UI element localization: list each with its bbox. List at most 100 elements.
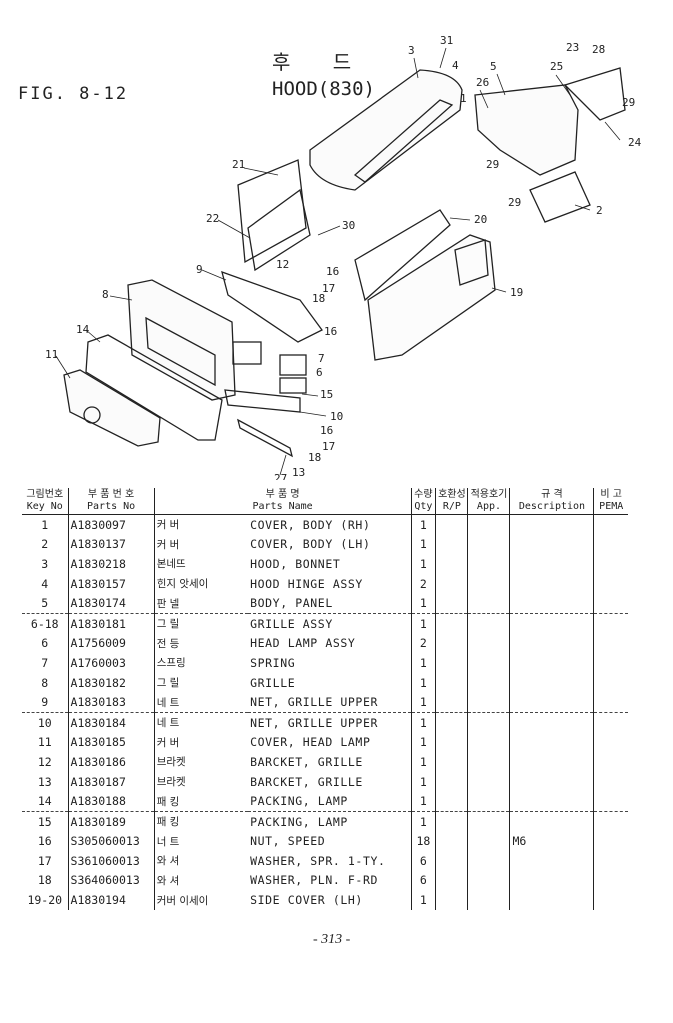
- callout: 16: [326, 265, 339, 278]
- cell-key: 13: [22, 771, 69, 792]
- cell-name: NET, GRILLE UPPER: [248, 712, 412, 733]
- cell-desc: [509, 811, 595, 832]
- cover-top-part: [563, 67, 626, 121]
- cell-name: WASHER, PLN. F-RD: [248, 870, 412, 891]
- cell-name: COVER, BODY (LH): [248, 534, 412, 555]
- callout: 27: [274, 472, 287, 480]
- cell-desc: M6: [509, 831, 595, 852]
- cell-key: 9: [22, 692, 69, 713]
- header-desc-kr: 규 격: [541, 489, 563, 500]
- callout: 10: [330, 410, 343, 423]
- cell-desc: [509, 890, 595, 910]
- callout: 14: [76, 323, 90, 336]
- cell-name-kr: 힌지 앗세이: [156, 578, 209, 591]
- callout: 26: [476, 76, 489, 89]
- cell-name-kr: 커 버: [156, 736, 180, 749]
- cell-qty: 1: [411, 811, 437, 832]
- header-rp-kr: 호환성: [438, 489, 466, 500]
- cell-qty: 1: [411, 554, 437, 574]
- callout: 13: [292, 466, 305, 479]
- side-cover-frame: [237, 159, 307, 264]
- callout: 7: [318, 352, 325, 365]
- header-desc-en: Description: [518, 501, 586, 512]
- cell-name: BARCKET, GRILLE: [248, 771, 412, 792]
- callout: 25: [550, 60, 563, 73]
- cell-name: SPRING: [248, 653, 412, 673]
- cell-name-kr: 브라켓: [156, 776, 186, 789]
- cell-name-kr: 브라켓: [156, 756, 186, 769]
- exploded-view-drawing: 31 3 4 23 28 5 25 26 1 29 24 29 21 29 2 …: [45, 34, 642, 480]
- cell-name-kr: 너 트: [156, 835, 180, 848]
- cell-desc: [509, 534, 595, 555]
- cell-desc: [509, 791, 595, 812]
- cell-key: 4: [22, 573, 69, 594]
- head-lamp-cover: [63, 369, 161, 447]
- callout: 24: [628, 136, 642, 149]
- cell-part-no: A1830187: [68, 771, 155, 792]
- callout: 19: [510, 286, 523, 299]
- cell-name-kr: 판 넬: [154, 593, 249, 614]
- cell-key: 14: [22, 791, 69, 812]
- callout: 30: [342, 219, 355, 232]
- cell-name-kr: 스프링: [156, 657, 186, 670]
- cell-name: WASHER, SPR. 1-TY.: [248, 851, 412, 871]
- cell-qty: 1: [411, 653, 437, 673]
- callout: 23: [566, 41, 579, 54]
- cell-part-no: S305060013: [68, 831, 155, 852]
- callout: 29: [508, 196, 521, 209]
- header-part-kr: 부 품 번 호: [87, 489, 135, 500]
- cell-key: 11: [22, 732, 69, 753]
- cell-part-no: A1830183: [68, 692, 155, 713]
- cell-name: COVER, HEAD LAMP: [248, 732, 412, 753]
- cell-name: HOOD HINGE ASSY: [248, 573, 412, 594]
- cell-key: 12: [22, 752, 69, 772]
- callout: 16: [324, 325, 337, 338]
- cell-key: 19-20: [22, 890, 69, 910]
- cell-desc: [509, 593, 595, 614]
- cell-name: PACKING, LAMP: [248, 811, 412, 832]
- cell-qty: 1: [411, 890, 437, 910]
- cell-qty: 1: [411, 712, 437, 733]
- callout: 8: [102, 288, 109, 301]
- title-english: HOOD(830): [272, 78, 375, 100]
- cell-qty: 1: [411, 791, 437, 812]
- cell-part-no: A1830097: [68, 514, 155, 535]
- callout: 16: [320, 424, 333, 437]
- cell-name: PACKING, LAMP: [248, 791, 412, 812]
- cell-name-kr: 커버 이세이: [156, 894, 209, 907]
- cell-part-no: S364060013: [68, 870, 155, 891]
- header-remark-kr: 비 고: [600, 489, 623, 500]
- header-app-en: App.: [476, 501, 502, 512]
- lamp-packing-long: [85, 334, 223, 441]
- cell-qty: 6: [411, 851, 437, 871]
- figure-label: FIG. 8-12: [18, 84, 129, 104]
- cell-desc: [509, 554, 595, 574]
- cell-name: COVER, BODY (RH): [248, 514, 412, 535]
- callout: 18: [312, 292, 325, 305]
- header-rp-en: R/P: [442, 501, 461, 512]
- cell-desc: [509, 672, 595, 693]
- callout: 12: [276, 258, 289, 271]
- lamp-packing: [279, 377, 307, 394]
- cell-name: SIDE COVER (LH): [248, 890, 412, 910]
- cell-qty: 2: [411, 573, 437, 594]
- header-qty-kr: 수량: [414, 489, 433, 500]
- cell-part-no: A1830218: [68, 554, 155, 574]
- callout: 11: [45, 348, 58, 361]
- cell-part-no: A1830184: [68, 712, 155, 733]
- cell-desc: [509, 573, 595, 594]
- cell-name: NUT, SPEED: [248, 831, 412, 852]
- cell-key: 5: [22, 593, 69, 614]
- cell-part-no: A1830181: [68, 613, 155, 634]
- side-cover-inner: [247, 188, 311, 272]
